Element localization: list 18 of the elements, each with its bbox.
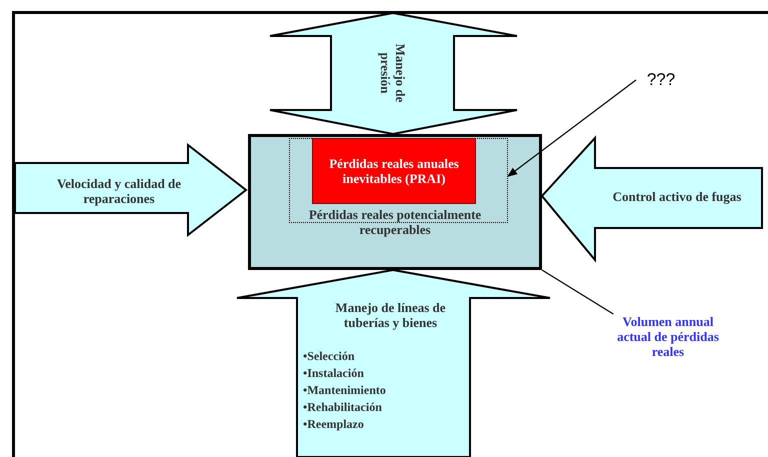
label-text: •Rehabilitación (303, 399, 382, 416)
loss-panel (248, 134, 542, 270)
label-text: Pérdidas reales potencialmente recuperables (308, 207, 482, 237)
label-text: ??? (646, 69, 676, 92)
label-text: •Mantenimiento (303, 382, 386, 399)
dotted-outline (289, 138, 508, 223)
label-text: Manejo de líneas de tuberías y bienes (334, 300, 447, 330)
leader-line (542, 269, 614, 315)
label-text: Pérdidas reales anuales inevitables (PRAI) (328, 156, 460, 186)
label-text: •Instalación (303, 365, 364, 382)
label-text: Velocidad y calidad de reparaciones (56, 176, 182, 206)
loss-box (312, 138, 476, 204)
label-text: Volumen annual actual de pérdidas reales (616, 314, 720, 361)
arrow (507, 80, 636, 177)
label-text: Control activo de fugas (612, 189, 742, 204)
label-text: •Selección (303, 348, 355, 365)
label-text: Manejo de presión (378, 42, 408, 104)
label-text: •Reemplazo (303, 416, 364, 433)
